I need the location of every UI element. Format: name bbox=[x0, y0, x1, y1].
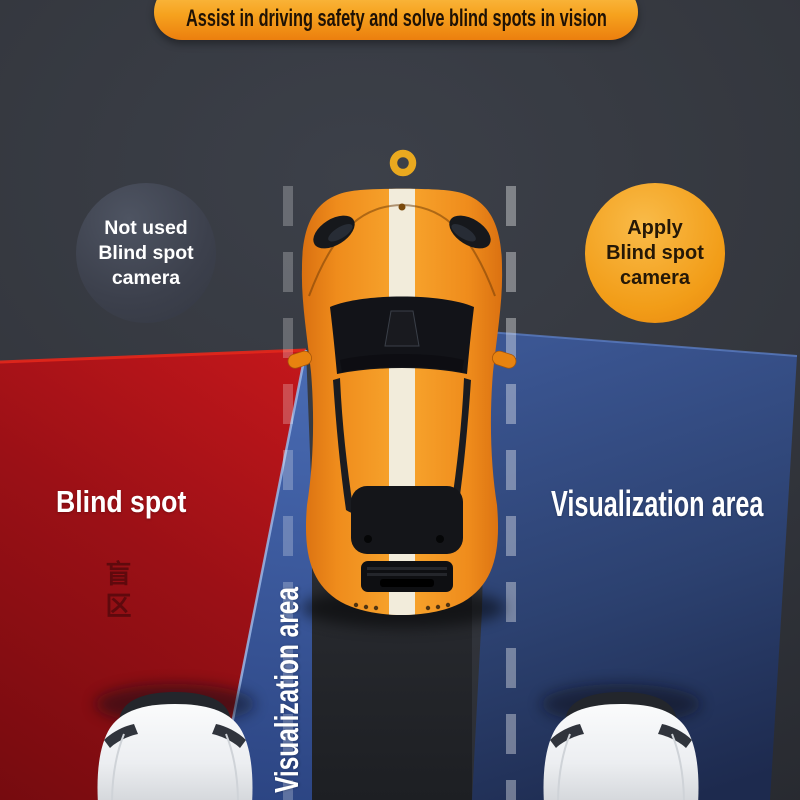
bubble-apply-camera: Apply Blind spot camera bbox=[585, 183, 725, 323]
blind-spot-label: Blind spot bbox=[56, 484, 187, 519]
approaching-car-right bbox=[541, 684, 701, 800]
camera-indicator-icon bbox=[389, 149, 417, 177]
hood-emblem bbox=[398, 203, 406, 211]
bubble-not-used-camera: Not used Blind spot camera bbox=[76, 183, 216, 323]
blind-spot-beam bbox=[0, 348, 307, 800]
top-banner: Assist in driving safety and solve blind… bbox=[154, 0, 638, 40]
blind-spot-watermark: 盲区 bbox=[102, 560, 132, 624]
bubble-left-text: Not used Blind spot camera bbox=[98, 216, 194, 289]
approaching-car-left bbox=[95, 684, 255, 800]
mirror-right bbox=[492, 350, 517, 369]
bubble-right-text: Apply Blind spot camera bbox=[606, 216, 704, 289]
visualization-area-label-right: Visualization area bbox=[551, 483, 764, 524]
right-visualization-area bbox=[472, 331, 798, 800]
headlight-left bbox=[313, 215, 355, 249]
hood-scoop bbox=[384, 310, 420, 347]
subject-car bbox=[287, 188, 517, 615]
visualization-area-label-left-vertical: Visualization area bbox=[268, 587, 305, 793]
rear-deck bbox=[351, 486, 463, 554]
mirror-left bbox=[287, 350, 312, 369]
banner-text: Assist in driving safety and solve blind… bbox=[185, 5, 607, 32]
rear-grille bbox=[361, 561, 453, 592]
headlight-right bbox=[449, 215, 491, 249]
